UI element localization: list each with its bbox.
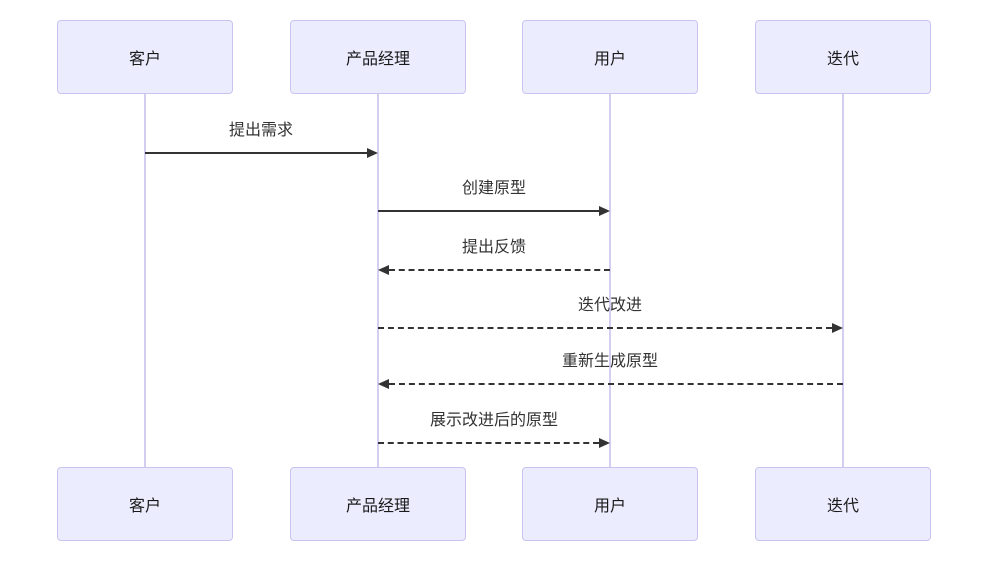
actor-top-product-manager: 产品经理	[290, 20, 466, 94]
actor-label: 迭代	[826, 51, 859, 68]
actor-label: 产品经理	[345, 498, 410, 515]
message-line	[378, 442, 599, 444]
message-line	[378, 327, 832, 329]
actor-top-user: 用户	[522, 20, 698, 94]
message-line	[389, 383, 843, 385]
message-label: 提出需求	[228, 122, 294, 139]
message-label: 迭代改进	[577, 297, 643, 314]
arrowhead-left-icon	[378, 265, 389, 275]
actor-label: 客户	[128, 51, 161, 68]
message-label: 提出反馈	[461, 239, 527, 256]
arrowhead-right-icon	[832, 323, 843, 333]
actor-bottom-user: 用户	[522, 467, 698, 541]
actor-label: 产品经理	[345, 51, 410, 68]
message-label: 展示改进后的原型	[429, 412, 559, 429]
actor-label: 迭代	[826, 498, 859, 515]
arrowhead-right-icon	[599, 206, 610, 216]
arrowhead-right-icon	[367, 148, 378, 158]
actor-bottom-iteration: 迭代	[755, 467, 931, 541]
lifeline-iteration	[842, 94, 844, 467]
lifeline-customer	[144, 94, 146, 467]
actor-label: 用户	[593, 498, 626, 515]
actor-bottom-customer: 客户	[57, 467, 233, 541]
message-line	[389, 269, 610, 271]
actor-bottom-product-manager: 产品经理	[290, 467, 466, 541]
message-line	[378, 210, 599, 212]
message-line	[145, 152, 367, 154]
lifeline-product-manager	[377, 94, 379, 467]
arrowhead-right-icon	[599, 438, 610, 448]
arrowhead-left-icon	[378, 379, 389, 389]
message-label: 重新生成原型	[561, 353, 659, 370]
actor-label: 客户	[128, 498, 161, 515]
actor-top-customer: 客户	[57, 20, 233, 94]
lifeline-user	[609, 94, 611, 467]
actor-label: 用户	[593, 51, 626, 68]
message-label: 创建原型	[461, 180, 527, 197]
actor-top-iteration: 迭代	[755, 20, 931, 94]
